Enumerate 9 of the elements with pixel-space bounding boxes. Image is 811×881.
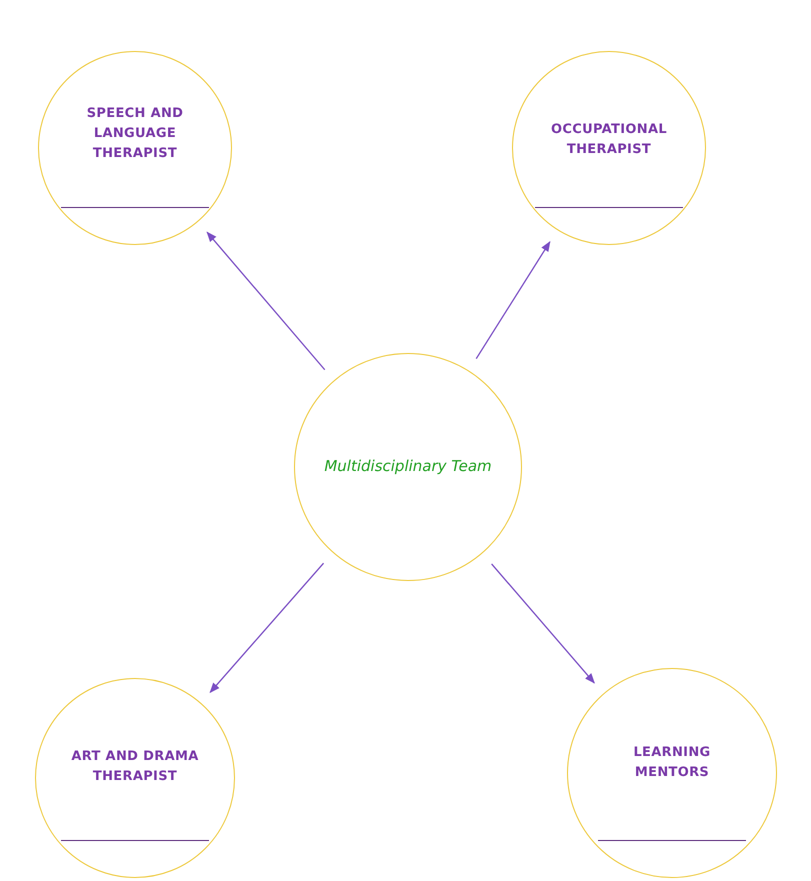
- arrow: [476, 241, 550, 360]
- arrow: [210, 562, 324, 694]
- node-label: LEARNING MENTORS: [632, 744, 712, 782]
- node-label: SPEECH AND LANGUAGE THERAPIST: [86, 105, 184, 164]
- node-label: ART AND DRAMA THERAPIST: [70, 748, 200, 786]
- arrow: [206, 232, 326, 370]
- arrow: [491, 564, 595, 684]
- node-label: Multidisciplinary Team: [323, 456, 493, 478]
- node-label: OCCUPATIONAL THERAPIST: [550, 121, 668, 160]
